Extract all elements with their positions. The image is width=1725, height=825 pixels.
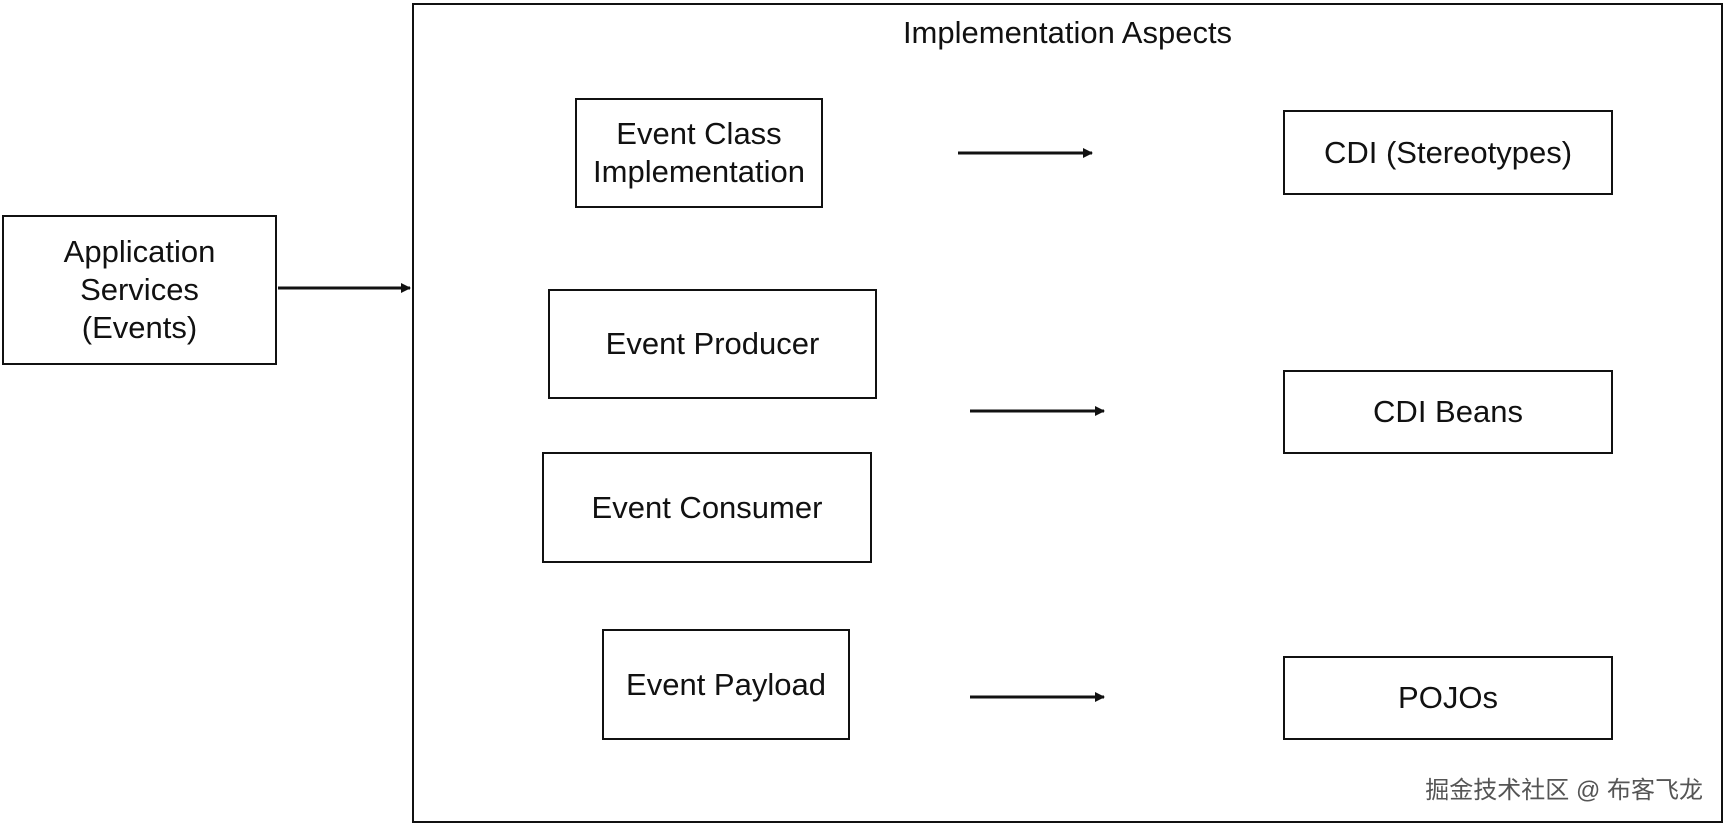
cdi-stereotypes-label: CDI (Stereotypes) (1323, 134, 1573, 170)
pojos-node: POJOs (1283, 656, 1613, 740)
event-producer-label: Event Producer (605, 326, 820, 362)
container-title: Implementation Aspects (902, 15, 1233, 50)
watermark-text: 掘金技术社区 @ 布客飞龙 (1425, 777, 1703, 804)
application-services-label: Application Services (Events) (63, 234, 216, 345)
event-producer-node: Event Producer (548, 289, 877, 399)
event-consumer-node: Event Consumer (542, 452, 872, 563)
event-payload-label: Event Payload (626, 666, 826, 702)
event-payload-node: Event Payload (602, 629, 850, 740)
event-class-implementation-node: Event Class Implementation (575, 98, 823, 208)
cdi-beans-label: CDI Beans (1373, 394, 1523, 430)
event-class-implementation-label: Event Class Implementation (593, 116, 805, 189)
application-services-node: Application Services (Events) (2, 215, 277, 365)
cdi-stereotypes-node: CDI (Stereotypes) (1283, 110, 1613, 195)
event-consumer-label: Event Consumer (591, 489, 823, 525)
cdi-beans-node: CDI Beans (1283, 370, 1613, 454)
pojos-label: POJOs (1398, 680, 1498, 716)
